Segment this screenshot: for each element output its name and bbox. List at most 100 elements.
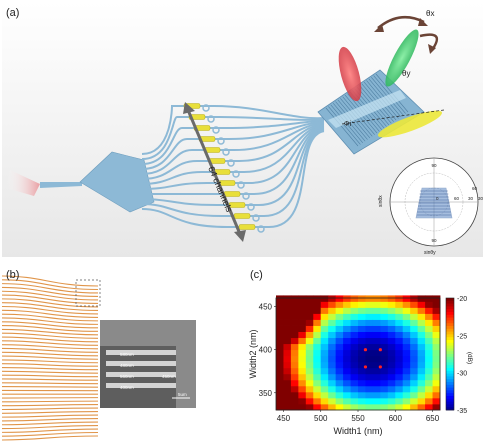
heatmap-cell bbox=[283, 392, 291, 398]
colorbar-segment bbox=[446, 371, 454, 374]
colorbar-segment bbox=[446, 374, 454, 377]
heatmap-cell bbox=[283, 314, 291, 320]
heatmap-cell bbox=[425, 350, 433, 356]
heatmap-cell bbox=[298, 295, 306, 301]
heatmap-cell bbox=[298, 314, 306, 320]
heatmap-cell bbox=[283, 350, 291, 356]
heatmap-cell bbox=[380, 368, 388, 374]
heatmap-cell bbox=[388, 356, 396, 362]
heatmap-cell bbox=[365, 314, 373, 320]
heatmap-cell bbox=[373, 392, 381, 398]
heatmap-cell bbox=[351, 301, 359, 307]
heatmap-cell bbox=[418, 295, 426, 301]
heatmap-cell bbox=[365, 380, 373, 386]
y-tick-label: 400 bbox=[259, 346, 273, 355]
sem-label-2: 480nm bbox=[120, 363, 134, 368]
heatmap-cell bbox=[291, 307, 299, 313]
heatmap-cell bbox=[418, 314, 426, 320]
heatmap-cell bbox=[291, 332, 299, 338]
heatmap-cell bbox=[343, 320, 351, 326]
heatmap-cell bbox=[291, 320, 299, 326]
heatmap-cell bbox=[410, 398, 418, 404]
heatmap-cell bbox=[336, 350, 344, 356]
colorbar-segment bbox=[446, 329, 454, 332]
heatmap-cell bbox=[433, 320, 441, 326]
heatmap-cell bbox=[433, 344, 441, 350]
heatmap-cell bbox=[395, 380, 403, 386]
colorbar-segment bbox=[446, 298, 454, 301]
heatmap-cell bbox=[343, 326, 351, 332]
panel-a-device-schematic: 64 channels Φi θx θy 90 60 30 bbox=[2, 2, 483, 257]
heatmap-cell bbox=[358, 314, 366, 320]
heatmap-cell bbox=[313, 374, 321, 380]
heatmap-cell bbox=[365, 295, 373, 301]
heatmap-cell bbox=[291, 338, 299, 344]
heatmap-cell bbox=[425, 392, 433, 398]
heatmap-cell bbox=[313, 332, 321, 338]
heatmap-cell bbox=[306, 338, 314, 344]
heatmap-cell bbox=[373, 356, 381, 362]
heatmap-cell bbox=[336, 320, 344, 326]
heatmap-cell bbox=[365, 374, 373, 380]
sem-gap-label: 450nm bbox=[162, 374, 176, 379]
heatmap-cell bbox=[306, 398, 314, 404]
x-axis-label: Width1 (nm) bbox=[333, 426, 382, 436]
colorbar-tick-label: -35 bbox=[457, 408, 467, 415]
heatmap-cell bbox=[336, 374, 344, 380]
colorbar bbox=[446, 298, 454, 410]
heatmap-cell bbox=[403, 332, 411, 338]
heatmap-cell bbox=[388, 374, 396, 380]
theta-y-label: θy bbox=[402, 69, 410, 78]
heatmap-cell bbox=[410, 295, 418, 301]
heatmap-cell bbox=[410, 326, 418, 332]
heatmap-cell bbox=[313, 301, 321, 307]
heatmap-cell bbox=[373, 386, 381, 392]
heatmap-cell bbox=[321, 301, 329, 307]
heatmap-cell bbox=[388, 295, 396, 301]
heatmap-cell bbox=[306, 404, 314, 410]
heatmap-cell bbox=[276, 332, 284, 338]
colorbar-segment bbox=[446, 379, 454, 382]
marked-point bbox=[379, 348, 382, 351]
heatmap-cell bbox=[351, 326, 359, 332]
heatmap-cell bbox=[291, 368, 299, 374]
colorbar-segment bbox=[446, 357, 454, 360]
x-tick-label: 500 bbox=[314, 414, 328, 423]
heatmap-cell bbox=[306, 356, 314, 362]
heatmap-cell bbox=[395, 350, 403, 356]
colorbar-segment bbox=[446, 323, 454, 326]
panel-b-waveguide-image: 580nm 480nm 560nm 400nm 450nm 5um (b) bbox=[2, 266, 198, 442]
sem-waveguide-2 bbox=[106, 361, 176, 366]
heatmap-cell bbox=[373, 380, 381, 386]
heatmap-cell bbox=[313, 344, 321, 350]
colorbar-segment bbox=[446, 312, 454, 315]
heatmap-cell bbox=[283, 332, 291, 338]
heatmap-cell bbox=[321, 398, 329, 404]
colorbar-segment bbox=[446, 402, 454, 405]
y-tick-label: 350 bbox=[259, 389, 273, 398]
heatmap-cell bbox=[276, 338, 284, 344]
heater bbox=[234, 214, 250, 219]
heatmap-cell bbox=[410, 392, 418, 398]
heatmap-cell bbox=[306, 326, 314, 332]
heatmap-cell bbox=[433, 386, 441, 392]
y-axis-label: Width2 (nm) bbox=[248, 329, 258, 378]
heatmap-cell bbox=[358, 386, 366, 392]
heatmap-cell bbox=[425, 398, 433, 404]
heatmap-cell bbox=[403, 386, 411, 392]
heatmap-cell bbox=[298, 374, 306, 380]
panel-c-label: (c) bbox=[250, 269, 263, 281]
colorbar-segment bbox=[446, 368, 454, 371]
heatmap-cell bbox=[306, 332, 314, 338]
heatmap-cell bbox=[425, 338, 433, 344]
colorbar-segment bbox=[446, 393, 454, 396]
heatmap-cell bbox=[276, 320, 284, 326]
heatmap-cell bbox=[351, 350, 359, 356]
heatmap-cell bbox=[313, 307, 321, 313]
heatmap-cell bbox=[336, 344, 344, 350]
heatmap-cell bbox=[365, 386, 373, 392]
heatmap-cell bbox=[395, 392, 403, 398]
heatmap-cell bbox=[410, 386, 418, 392]
sem-label-3: 560nm bbox=[120, 374, 134, 379]
